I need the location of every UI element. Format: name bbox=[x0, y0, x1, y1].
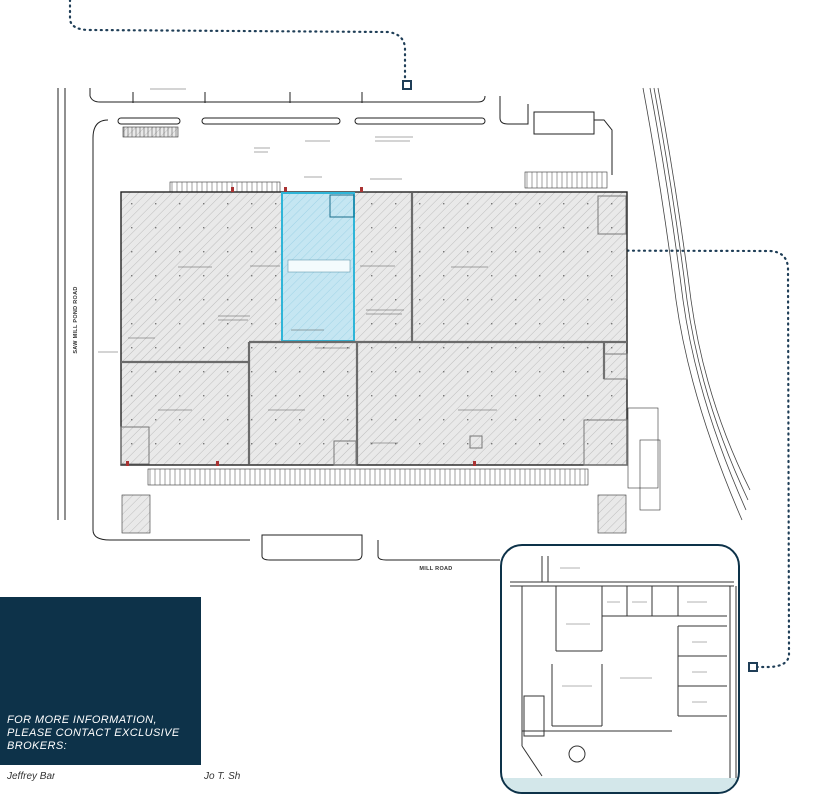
office-plan-inset bbox=[500, 544, 740, 794]
highlighted-office-box bbox=[329, 194, 355, 218]
broker-name-1: Jeffrey Bar bbox=[7, 771, 56, 782]
drawing-notes bbox=[98, 88, 497, 444]
inset-caption-band bbox=[502, 778, 738, 792]
north-curbs bbox=[89, 88, 613, 561]
dock-marks bbox=[126, 187, 476, 466]
connector-line-right bbox=[356, 248, 791, 669]
rail-lines bbox=[642, 87, 751, 521]
broker-name-2: Jo T. Sh bbox=[204, 771, 241, 782]
parking-stalls bbox=[121, 126, 627, 534]
connector-marker-right bbox=[748, 662, 758, 672]
west-road bbox=[57, 88, 66, 520]
connector-marker-top bbox=[402, 80, 412, 90]
contact-panel: FOR MORE INFORMATION, PLEASE CONTACT EXC… bbox=[0, 597, 201, 765]
unit-area-table bbox=[287, 259, 351, 273]
demising-walls bbox=[121, 193, 627, 464]
road-label-west: SAW MILL POND ROAD bbox=[73, 286, 79, 353]
contact-cta-text: FOR MORE INFORMATION, PLEASE CONTACT EXC… bbox=[7, 714, 180, 752]
stall-ticks bbox=[123, 127, 603, 485]
connector-line-top bbox=[68, 0, 407, 82]
road-label-south: MILL ROAD bbox=[419, 566, 452, 572]
east-parking bbox=[627, 407, 661, 511]
office-plan-drawing bbox=[510, 556, 737, 792]
